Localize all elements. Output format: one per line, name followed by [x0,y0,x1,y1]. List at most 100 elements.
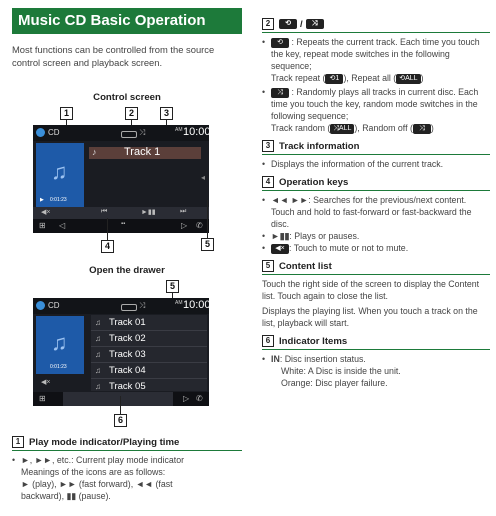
s1-line2: Meanings of the icons are as follows: [21,467,166,477]
drawer-callout-6: 6 [114,414,127,427]
s5-p2: Displays the playing list. When you touc… [262,306,478,328]
track-list-item[interactable]: ♫Track 02 [91,331,207,347]
section-3-heading: 3 Track information [262,140,490,155]
section-2-heading: 2 ⟲ / ⤨ [262,18,490,33]
repeat-one-icon: ⟲1 [325,73,344,84]
nav-bar: ⊞ ▷ ✆ [33,392,209,406]
play-pause-icon[interactable]: ►▮▮ [141,209,156,216]
track-list-item[interactable]: ♫ Track 01 [91,315,207,331]
callout-line [207,200,208,238]
section-4-heading: 4 Operation keys [262,176,490,191]
track-name: Track 04 [109,365,146,376]
track-name: Track 01 [109,317,146,328]
track-name: Track 03 [109,349,146,360]
track-bar: ♪ Track 1 [89,146,201,159]
note-icon: ♫ [95,382,101,391]
phone-icon[interactable]: ✆ [196,394,203,403]
track-list-item[interactable]: ♫ Track 04 [91,363,207,379]
note-icon: ♫ [95,350,101,359]
s4-play: ►▮▮: Plays or pauses. [262,230,490,242]
drawer-handle-icon[interactable]: ◂ [201,173,206,182]
callout-line [107,218,108,240]
section-title: Operation keys [279,176,349,188]
grid-icon[interactable]: ⊞ [39,394,46,403]
source-icon[interactable] [36,301,45,310]
prev-icon[interactable]: ⏮ [101,208,108,215]
phone-icon[interactable]: ✆ [196,221,203,230]
callout-line [131,120,132,128]
clock: 10:00 [183,126,209,138]
home-icon[interactable]: ▪▪ [121,221,126,227]
section-number: 4 [262,176,274,188]
skip-keys: ◄◄ ►► [271,195,309,205]
section-1-heading: 1 Play mode indicator/Playing time [12,436,242,451]
right-column: 2 ⟲ / ⤨ ⟲ : Repeats the current track. E… [262,0,490,389]
forward-icon[interactable]: ▷ [181,221,188,230]
random-desc: : Randomly plays all tracks in current d… [271,87,479,121]
source-label: CD [48,301,60,310]
grid-icon[interactable]: ⊞ [39,221,46,230]
repeat-icon[interactable] [121,304,137,311]
s2-random-seq: Track random (⤨ALL), Random off (⤨) [271,122,490,134]
s1-line4: backward), ▮▮ (pause). [21,491,111,501]
operation-keys: ◀× ⏮ ►▮▮ ⏭ [33,207,209,219]
callout-5: 5 [201,238,214,251]
random-icon[interactable]: ⤨ [139,301,146,310]
repeat-all-label: ), Repeat all ( [343,73,397,83]
section-1: 1 Play mode indicator/Playing time ►, ►►… [12,430,242,502]
note-icon: ♫ [95,366,101,375]
note-icon: ♫ [95,334,101,343]
section-title: Track information [279,140,360,152]
track-list-item[interactable]: ♫ Track 03 [91,347,207,363]
play-keys: ►▮▮ [271,231,290,241]
section-title: Content list [279,260,332,272]
section-number: 5 [262,260,274,272]
mute-icon[interactable]: ◀× [41,379,51,386]
next-icon[interactable]: ⏭ [180,208,187,215]
content-list: ♫Track 01♫Track 02♫Track 03♫Track 04♫Tra… [91,315,207,395]
music-note-icon: ♫ [51,159,68,184]
paren: ) [430,123,434,133]
random-track-label: Track random ( [271,123,331,133]
separator: / [300,18,303,30]
section-number: 1 [12,436,24,448]
clock: 10:00 [183,299,209,311]
s6-white: White: A Disc is inside the unit. [281,366,401,376]
note-icon: ♪ [92,147,97,157]
mute-desc: : Touch to mute or not to mute. [289,243,409,253]
random-icon[interactable]: ⤨ [139,128,146,137]
callout-3: 3 [160,107,173,120]
s6-orange: Orange: Disc player failure. [281,378,388,388]
status-bar: CD ⤨ AM 10:00 [33,125,209,141]
source-icon[interactable] [36,128,45,137]
in-label: IN [271,354,280,364]
callout-4: 4 [101,240,114,253]
random-off-label: ), Random off ( [354,123,413,133]
random-key-icon: ⤨ [305,19,324,29]
am-label: AM [175,127,183,133]
repeat-desc: : Repeats the current track. Each time y… [271,37,480,71]
note-icon: ♫ [95,318,101,327]
s1-line1: ►, ►►, etc.: Current play mode indicator [12,454,242,466]
mute-icon[interactable]: ◀× [41,209,51,216]
callout-2: 2 [125,107,138,120]
play-desc: : Plays or pauses. [289,231,360,241]
repeat-key-icon: ⟲ [279,19,297,29]
elapsed-time: 0:01:23 [50,197,67,203]
album-art: ♫ ▶ 0:01:23 [36,143,84,207]
indicator-bar [63,392,173,406]
repeat-track-label: Track repeat ( [271,73,326,83]
back-icon[interactable]: ◁ [59,221,66,230]
repeat-icon[interactable] [121,131,137,138]
forward-icon[interactable]: ▷ [183,394,190,403]
control-screen: CD ⤨ AM 10:00 ♫ ▶ 0:01:23 ♪ Track 1 ◂ ◀×… [33,125,209,233]
s4-skip2: Touch and hold to fast-forward or fast-b… [271,207,472,229]
left-column: Music CD Basic Operation Most functions … [12,0,242,69]
section-number: 6 [262,335,274,347]
elapsed-time: 0:01:23 [50,364,67,370]
section-number: 3 [262,140,274,152]
track-name: Track 05 [109,381,146,392]
source-label: CD [48,128,60,137]
music-note-icon: ♫ [51,330,68,355]
section-title: Indicator Items [279,335,348,347]
